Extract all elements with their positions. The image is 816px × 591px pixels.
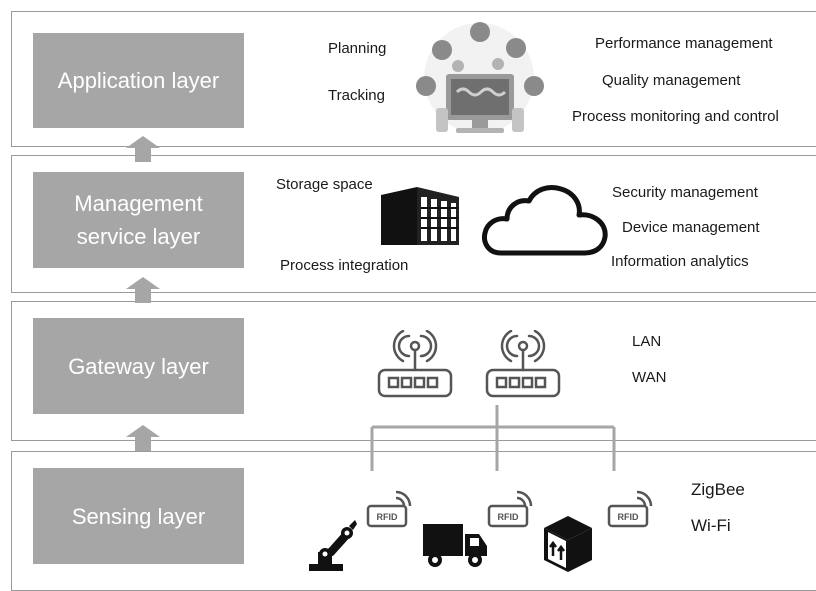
gateway-sensing-connectors (370, 405, 616, 471)
wan-label: WAN (632, 369, 667, 386)
management-layer-box: Management service layer (33, 172, 244, 268)
rfid-tag-label: RFID (498, 512, 519, 522)
delivery-truck-icon (423, 524, 487, 567)
storage-space-label: Storage space (276, 176, 373, 193)
rfid-tag-icon: RFID (607, 490, 653, 528)
dashboard-monitor-icon (416, 22, 544, 133)
zigbee-label: ZigBee (691, 480, 745, 499)
planning-label: Planning (328, 40, 387, 57)
cloud-icon (482, 185, 608, 256)
process-monitoring-label: Process monitoring and control (572, 108, 779, 125)
rfid-tag-icon: RFID (487, 490, 533, 528)
robot-arm-icon (309, 520, 357, 571)
rfid-tag-icon: RFID (366, 490, 412, 528)
arrow-up-icon (126, 277, 160, 303)
device-management-label: Device management (622, 219, 760, 236)
performance-management-label: Performance management (595, 35, 773, 52)
arrow-up-icon (126, 136, 160, 162)
application-layer-box: Application layer (33, 33, 244, 128)
security-management-label: Security management (612, 184, 758, 201)
application-layer-title: Application layer (57, 68, 220, 93)
sensing-layer-title: Sensing layer (71, 503, 206, 529)
wireless-router-icon (377, 330, 453, 398)
rfid-tag-label: RFID (377, 512, 398, 522)
package-box-icon (544, 516, 592, 572)
gateway-layer-box: Gateway layer (33, 318, 244, 414)
quality-management-label: Quality management (602, 72, 741, 89)
tracking-label: Tracking (328, 87, 385, 104)
gateway-layer-title: Gateway layer (68, 353, 209, 379)
server-rack-icon (381, 187, 459, 245)
management-layer-title-line2: service layer (76, 224, 201, 249)
sensing-layer-box: Sensing layer (33, 468, 244, 564)
wireless-router-icon (485, 330, 561, 398)
wifi-label: Wi-Fi (691, 516, 731, 535)
lan-label: LAN (632, 333, 662, 350)
management-layer-title-line1: Management (74, 191, 203, 216)
rfid-tag-label: RFID (618, 512, 639, 522)
process-integration-label: Process integration (280, 257, 409, 274)
information-analytics-label: Information analytics (611, 253, 749, 270)
arrow-up-icon (126, 425, 160, 451)
